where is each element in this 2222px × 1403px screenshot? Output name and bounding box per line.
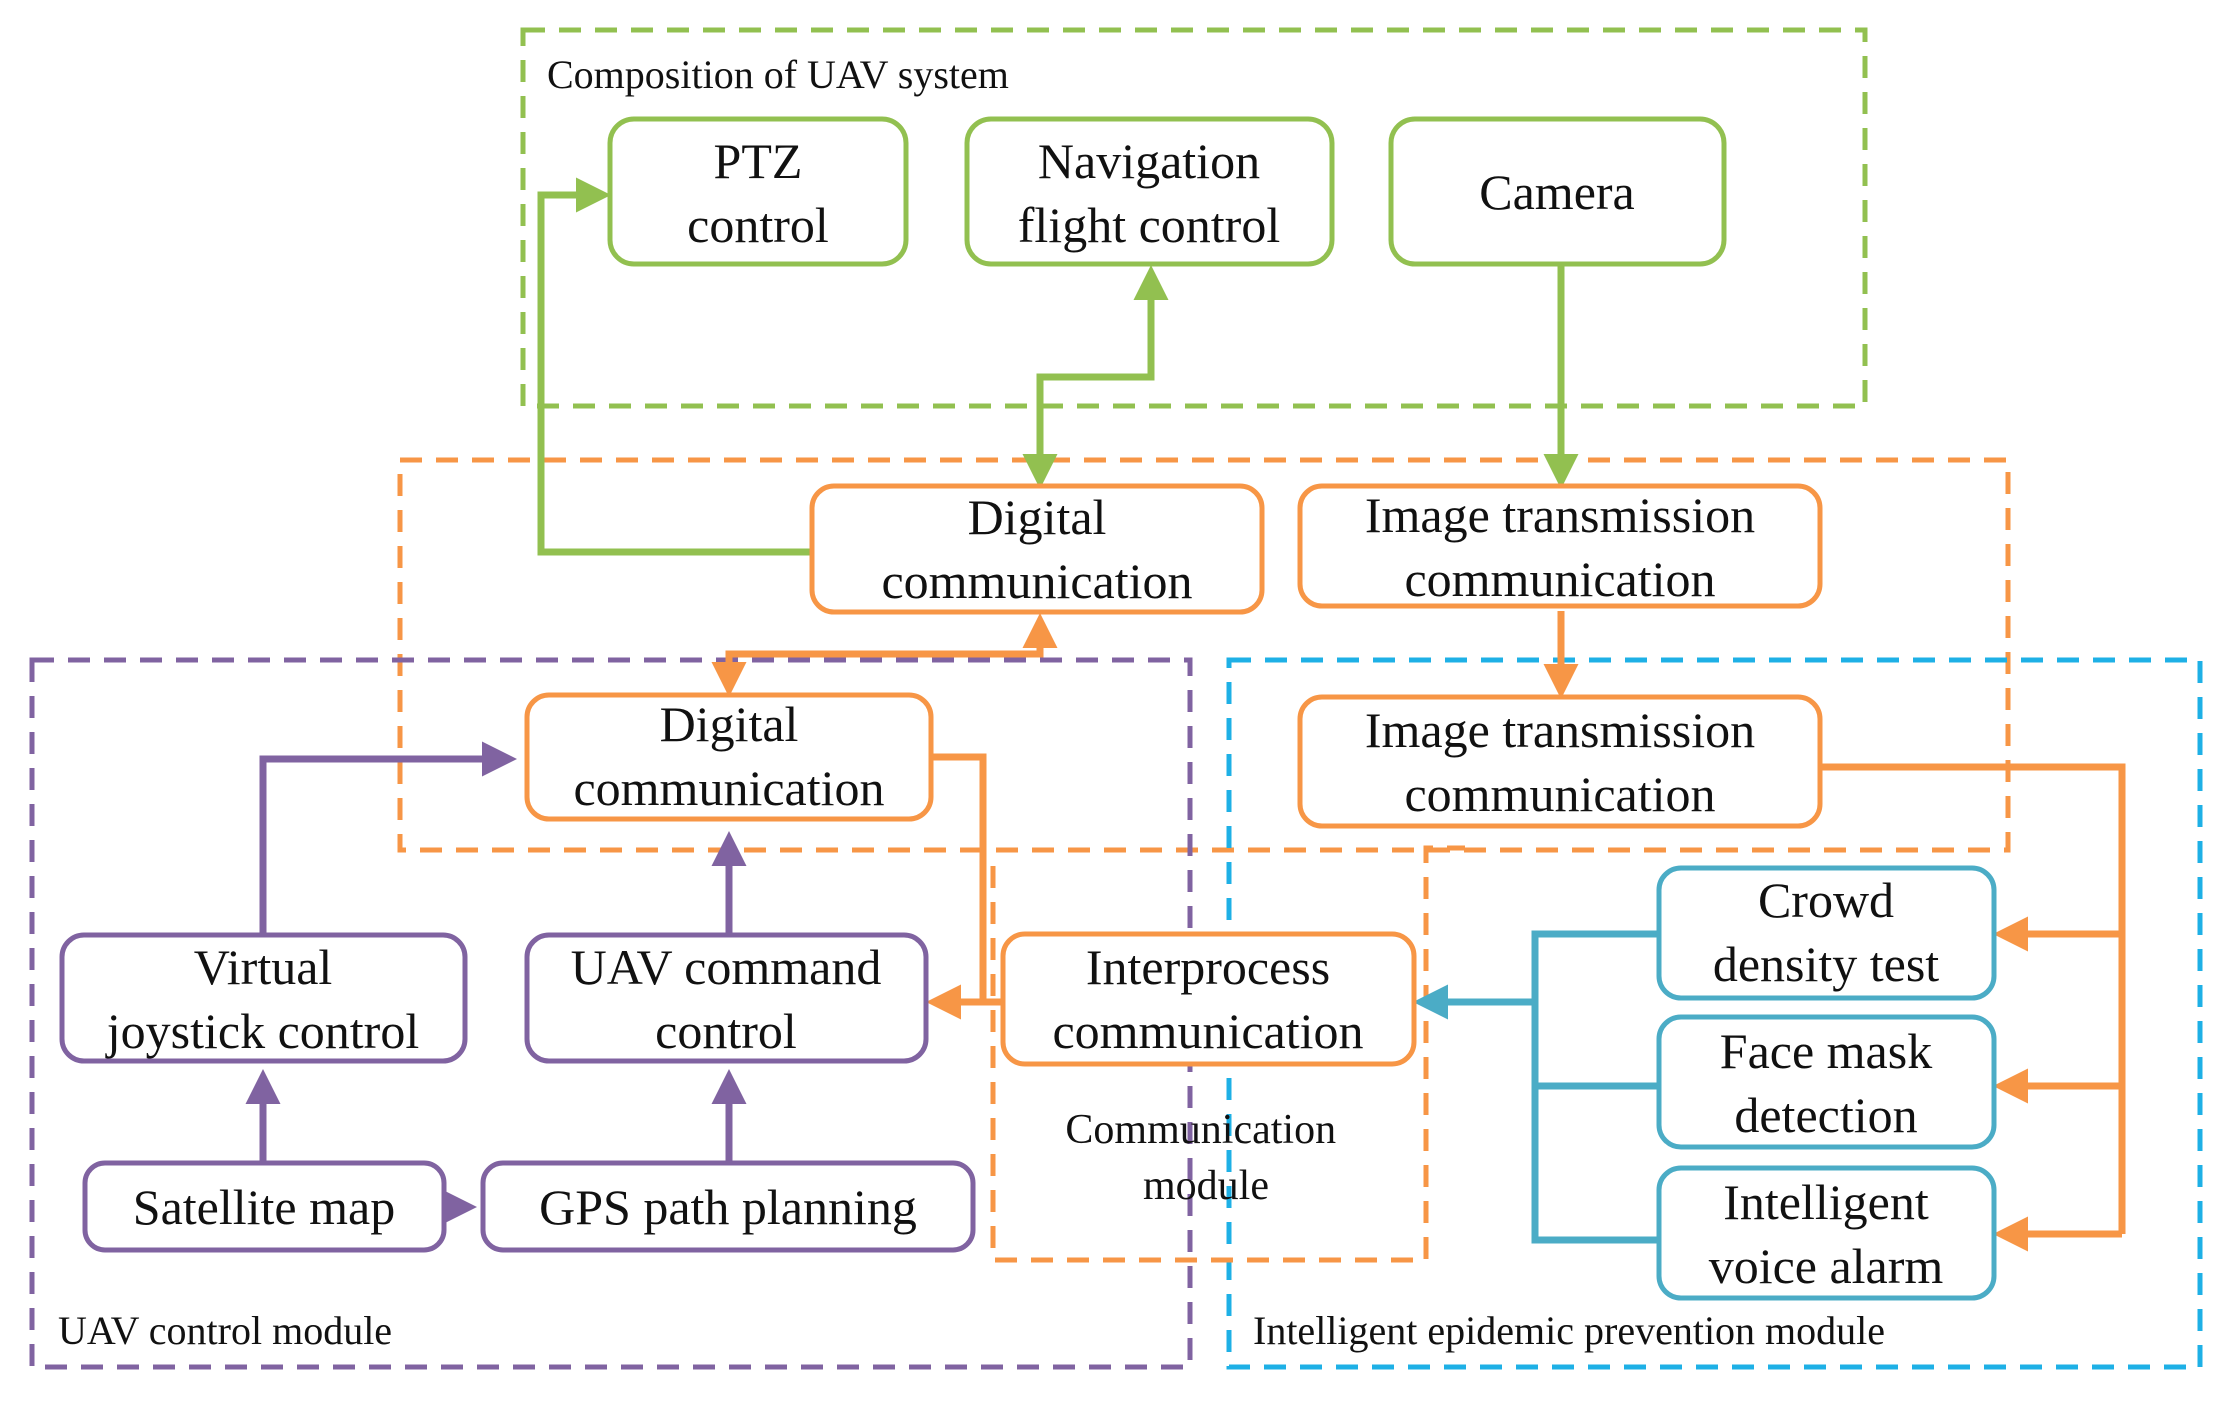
image-top-line2: communication	[1404, 551, 1715, 607]
digital-communication-bottom-box: Digital communication	[524, 692, 934, 822]
uav-command-control-box: UAV command control	[524, 932, 929, 1064]
camera-line1: Camera	[1479, 164, 1634, 220]
ptz-line2: control	[687, 197, 829, 253]
mask-line1: Face mask	[1720, 1023, 1932, 1079]
navigation-line2: flight control	[1018, 197, 1280, 253]
svg-text:Camera: Camera	[1479, 164, 1634, 220]
uav-system-label: Composition of UAV system	[547, 52, 1009, 97]
communication-module-label-line2: module	[1143, 1163, 1269, 1209]
command-line1: UAV command	[571, 939, 882, 995]
image-transmission-top-box: Image transmission communication	[1297, 483, 1823, 609]
command-line2: control	[655, 1003, 797, 1059]
crowd-line1: Crowd	[1758, 872, 1894, 928]
image-bottom-line2: communication	[1404, 766, 1715, 822]
digital-communication-top-box: Digital communication	[809, 483, 1265, 615]
digital-bottom-line1: Digital	[660, 696, 799, 752]
camera-box: Camera	[1388, 116, 1727, 267]
digital-comm-link	[711, 613, 1058, 697]
crowd-line2: density test	[1713, 936, 1939, 992]
communication-region	[397, 457, 2011, 853]
uav-control-label: UAV control module	[58, 1308, 392, 1353]
alarm-line1: Intelligent	[1723, 1174, 1929, 1230]
joystick-to-digital-link	[259, 741, 517, 935]
image-bottom-line1: Image transmission	[1365, 702, 1755, 758]
ptz-line1: PTZ	[714, 133, 803, 189]
digital-bottom-line2: communication	[573, 760, 884, 816]
voice-alarm-box: Intelligent voice alarm	[1656, 1165, 1997, 1301]
gps-path-planning-box: GPS path planning	[480, 1160, 976, 1253]
communication-module-label: Communication module	[1065, 1107, 1346, 1209]
joystick-line1: Virtual	[194, 939, 333, 995]
joystick-line2: joystick control	[105, 1003, 419, 1059]
epidemic-label: Intelligent epidemic prevention module	[1253, 1308, 1885, 1353]
image-transmission-bottom-box: Image transmission communication	[1297, 694, 1823, 829]
gps-line1: GPS path planning	[539, 1179, 917, 1235]
svg-text:Satellite map: Satellite map	[133, 1179, 395, 1235]
digital-top-line1: Digital	[968, 489, 1107, 545]
mask-line2: detection	[1734, 1087, 1917, 1143]
alarm-line2: voice alarm	[1709, 1238, 1944, 1294]
crowd-density-box: Crowd density test	[1656, 865, 1997, 1001]
interprocess-line1: Interprocess	[1086, 939, 1330, 995]
navigation-flight-control-box: Navigation flight control	[964, 116, 1335, 267]
digital-top-line2: communication	[881, 553, 1192, 609]
face-mask-detection-box: Face mask detection	[1656, 1014, 1997, 1150]
navigation-line1: Navigation	[1038, 133, 1260, 189]
digital-to-command-link	[926, 753, 987, 1020]
ptz-control-box: PTZ control	[607, 116, 909, 267]
image-to-detectors-trunk	[1822, 763, 2126, 1234]
svg-text:GPS path planning: GPS path planning	[539, 1179, 917, 1235]
communication-module-label-line1: Communication	[1065, 1107, 1336, 1153]
navigation-link	[1022, 265, 1169, 489]
uav-control-region	[29, 657, 1193, 1370]
uav-system-region	[520, 27, 1868, 409]
interprocess-communication-box: Interprocess communication	[1000, 931, 1417, 1067]
ptz-link	[537, 177, 812, 556]
communication-module-region	[990, 845, 1465, 1263]
satellite-map-box: Satellite map	[82, 1160, 447, 1253]
satellite-line1: Satellite map	[133, 1179, 395, 1235]
virtual-joystick-box: Virtual joystick control	[59, 932, 468, 1064]
interprocess-line2: communication	[1052, 1003, 1363, 1059]
image-top-line1: Image transmission	[1365, 487, 1755, 543]
